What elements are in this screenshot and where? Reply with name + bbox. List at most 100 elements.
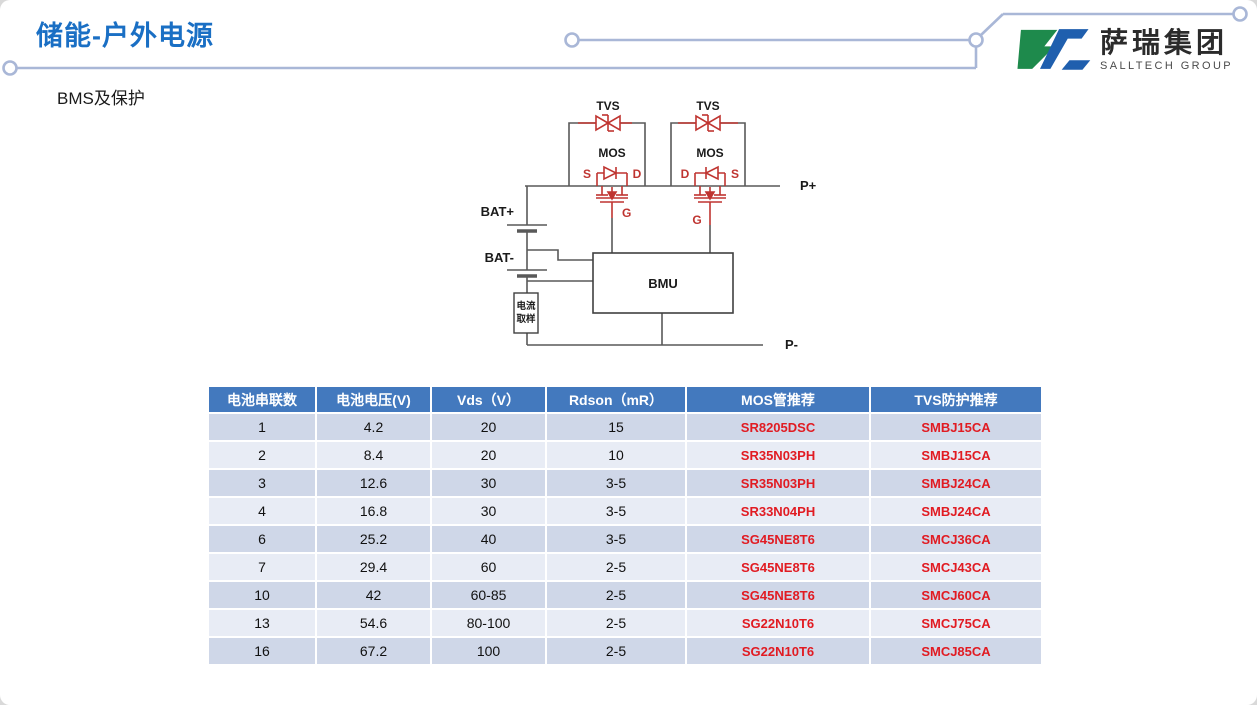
part-number-cell: SR35N03PH — [687, 470, 869, 496]
bat-minus-label: BAT- — [485, 250, 514, 265]
logo-name-en: SALLTECH GROUP — [1100, 59, 1234, 72]
table-cell: 3-5 — [547, 498, 685, 524]
section-subtitle: BMS及保护 — [57, 89, 145, 108]
tvs2-label: TVS — [696, 99, 719, 113]
table-cell: 100 — [432, 638, 545, 664]
table-cell: 20 — [432, 414, 545, 440]
bat-plus-label: BAT+ — [481, 204, 515, 219]
table-cell: 3-5 — [547, 526, 685, 552]
table-cell: 20 — [432, 442, 545, 468]
part-number-cell: SR33N04PH — [687, 498, 869, 524]
table-cell: 3-5 — [547, 470, 685, 496]
part-number-cell: SR8205DSC — [687, 414, 869, 440]
current-sense-box — [513, 292, 539, 334]
part-number-cell: SMCJ85CA — [871, 638, 1041, 664]
table-cell: 30 — [432, 498, 545, 524]
tvs-mos-symbols — [578, 114, 738, 225]
table-cell: 8.4 — [317, 442, 430, 468]
table-cell: 2-5 — [547, 582, 685, 608]
logo-name-cn: 萨瑞集团 — [1100, 26, 1229, 58]
table-cell: 16.8 — [317, 498, 430, 524]
column-header: 电池串联数 — [209, 387, 315, 412]
column-header: Rdson（mR） — [547, 387, 685, 412]
table-cell: 13 — [209, 610, 315, 636]
table-cell: 10 — [547, 442, 685, 468]
table-cell: 60-85 — [432, 582, 545, 608]
table-cell: 15 — [547, 414, 685, 440]
table-cell: 16 — [209, 638, 315, 664]
part-number-cell: SMBJ24CA — [871, 470, 1041, 496]
p-minus-label: P- — [785, 337, 798, 352]
logo-mark-icon — [1017, 29, 1091, 70]
table-cell: 29.4 — [317, 554, 430, 580]
circuit-wires — [507, 122, 780, 346]
page-title: 储能-户外电源 — [36, 21, 214, 51]
table-cell: 67.2 — [317, 638, 430, 664]
mos1-d-label: D — [633, 167, 642, 181]
mos2-s-label: S — [731, 167, 739, 181]
table-cell: 60 — [432, 554, 545, 580]
part-number-cell: SR35N03PH — [687, 442, 869, 468]
table-cell: 4 — [209, 498, 315, 524]
table-cell: 80-100 — [432, 610, 545, 636]
table-cell: 10 — [209, 582, 315, 608]
circuit-diagram: TVS TVS MOS MOS BAT+ BAT- BMU P+ P- 电流 取… — [481, 99, 817, 352]
table-cell: 3 — [209, 470, 315, 496]
tvs1-label: TVS — [596, 99, 619, 113]
current-sense-label-1: 电流 — [516, 300, 536, 312]
mos2-g-label: G — [692, 213, 701, 227]
part-number-cell: SMCJ43CA — [871, 554, 1041, 580]
table-cell: 40 — [432, 526, 545, 552]
part-number-cell: SMCJ36CA — [871, 526, 1041, 552]
p-plus-label: P+ — [800, 178, 817, 193]
table-cell: 12.6 — [317, 470, 430, 496]
table-cell: 54.6 — [317, 610, 430, 636]
bmu-box — [592, 252, 734, 314]
table-cell: 2-5 — [547, 554, 685, 580]
table-cell: 7 — [209, 554, 315, 580]
part-number-cell: SG22N10T6 — [687, 638, 869, 664]
part-number-cell: SMBJ15CA — [871, 414, 1041, 440]
mos1-g-label: G — [622, 206, 631, 220]
current-sense-label-2: 取样 — [516, 313, 536, 325]
table-cell: 2 — [209, 442, 315, 468]
mos2-label: MOS — [696, 146, 723, 160]
company-logo: 萨瑞集团 SALLTECH GROUP — [1014, 22, 1233, 76]
part-number-cell: SG22N10T6 — [687, 610, 869, 636]
part-number-cell: SG45NE8T6 — [687, 554, 869, 580]
part-number-cell: SG45NE8T6 — [687, 526, 869, 552]
column-header: Vds（V） — [432, 387, 545, 412]
table-cell: 30 — [432, 470, 545, 496]
part-number-cell: SMBJ15CA — [871, 442, 1041, 468]
column-header: 电池电压(V) — [317, 387, 430, 412]
column-header: TVS防护推荐 — [871, 387, 1041, 412]
table-cell: 42 — [317, 582, 430, 608]
table-cell: 2-5 — [547, 638, 685, 664]
part-number-cell: SMCJ75CA — [871, 610, 1041, 636]
bmu-label: BMU — [648, 276, 678, 291]
decorative-trace-lines — [2, 6, 1248, 76]
table-cell: 6 — [209, 526, 315, 552]
table-cell: 25.2 — [317, 526, 430, 552]
column-header: MOS管推荐 — [687, 387, 869, 412]
table-cell: 4.2 — [317, 414, 430, 440]
part-number-cell: SMCJ60CA — [871, 582, 1041, 608]
mos1-s-label: S — [583, 167, 591, 181]
part-number-cell: SG45NE8T6 — [687, 582, 869, 608]
table-cell: 2-5 — [547, 610, 685, 636]
part-number-cell: SMBJ24CA — [871, 498, 1041, 524]
table-cell: 1 — [209, 414, 315, 440]
